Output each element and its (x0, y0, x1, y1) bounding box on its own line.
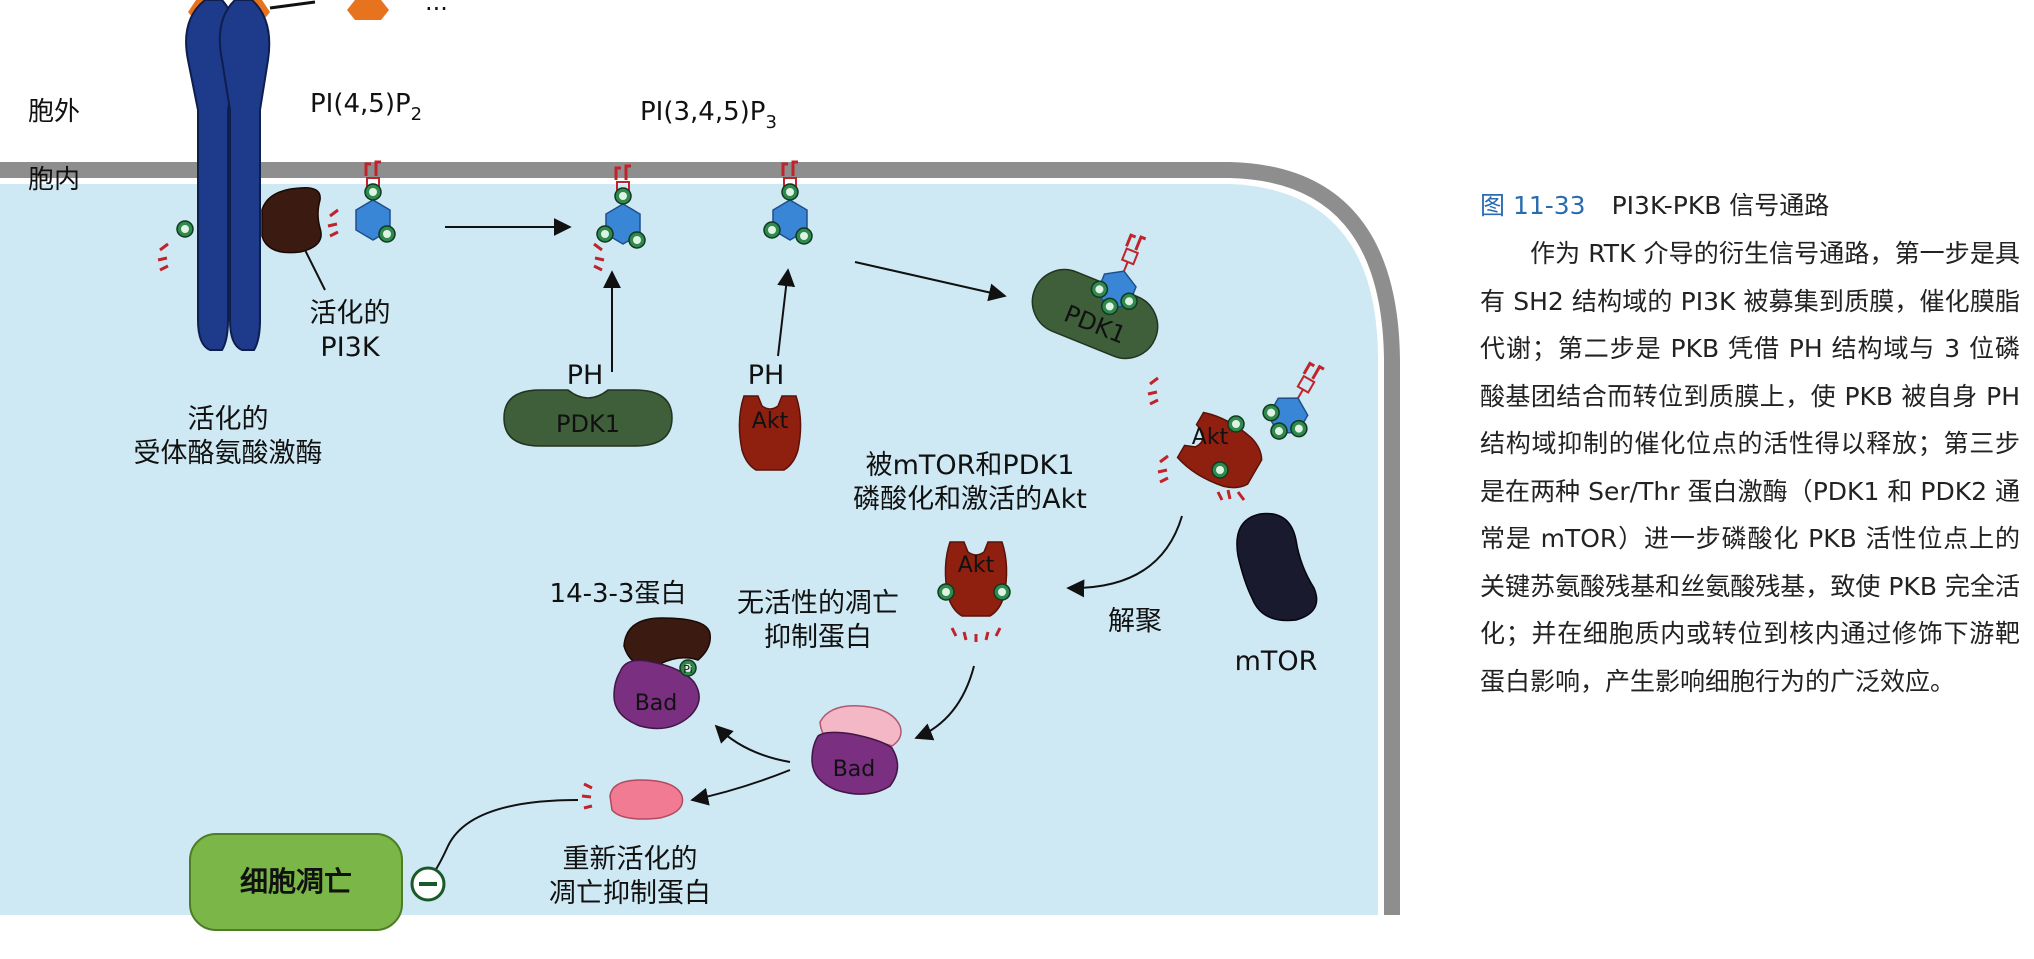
pdk1-membrane-complex (1031, 228, 1159, 360)
pi-label-bound: Pi (683, 663, 692, 676)
inside-label: 胞内 (28, 165, 80, 195)
reactivated-inhibitor (609, 779, 684, 820)
pi3k-pkb-pathway-diagram: 胞外 胞内 ... 活化的 受体酪氨酸激酶 活化的 PI3K PI(4,5)P2… (0, 0, 1400, 931)
pi3k-enzyme (261, 187, 322, 254)
inactive-inhibitor-label-line2: 抑制蛋白 (764, 622, 872, 653)
akt-active-activity-marks (950, 627, 1002, 642)
arrow-akt-to-pip3 (777, 268, 796, 357)
caption-title-line: 图 11-33 PI3K-PKB 信号通路 (1480, 186, 2020, 226)
reactivated-label-line2: 凋亡抑制蛋白 (549, 878, 711, 909)
pi3k-label-line1: 活化的 (310, 298, 391, 329)
pdk1-ph-label: PH (567, 360, 604, 391)
dissociation-label: 解聚 (1108, 606, 1162, 637)
arrow-dissociation (1066, 515, 1183, 598)
reactivated-activity-marks (581, 782, 593, 810)
arrow-akt-to-bad (914, 665, 975, 741)
pip2-label: PI(4,5)P2 (310, 89, 422, 125)
reactivated-label-line1: 重新活化的 (563, 844, 698, 875)
inhibition-line (429, 799, 579, 879)
outside-label: 胞外 (28, 97, 80, 127)
mtor-label: mTOR (1235, 646, 1318, 677)
figure-title: PI3K-PKB 信号通路 (1611, 191, 1830, 220)
akt-free-label: Akt (752, 409, 789, 434)
apoptosis-label: 细胞凋亡 (240, 865, 352, 898)
bad-released-label: Bad (833, 757, 876, 782)
pi3k-label-line2: PI3K (320, 332, 380, 363)
receptor-tyrosine-kinase (176, 0, 285, 351)
pip3-label: PI(3,4,5)P3 (640, 97, 777, 133)
rtk-label-line2: 受体酪氨酸激酶 (134, 438, 323, 469)
arrow-to-membrane-complex (854, 261, 1007, 302)
protein-1433-complex (613, 617, 711, 730)
rtk-label-line1: 活化的 (188, 404, 269, 435)
apoptosis-box (189, 833, 403, 931)
figure-number: 图 11-33 (1480, 191, 1586, 220)
arrow-bad-to-reactivated (690, 769, 791, 806)
pdk1-free (503, 389, 673, 447)
inactive-inhibitor-label-line1: 无活性的凋亡 (737, 588, 899, 619)
caption-body: 作为 RTK 介导的衍生信号通路，第一步是具有 SH2 结构域的 PI3K 被募… (1480, 239, 2020, 696)
cytoplasm (0, 184, 1378, 915)
akt-active-label-line2: 磷酸化和激活的Akt (853, 484, 1087, 515)
akt-active-label-line1: 被mTOR和PDK1 (866, 450, 1075, 481)
bad-bound-label: Bad (635, 691, 678, 716)
mtor-enzyme (1236, 512, 1318, 622)
pdk1-free-label: PDK1 (556, 410, 620, 438)
plasma-membrane (0, 162, 1400, 915)
signal-label: ... (425, 0, 448, 16)
akt-active-label: Akt (958, 553, 995, 578)
bad-released (811, 705, 902, 795)
protein-1433-label: 14-3-3蛋白 (550, 579, 687, 609)
minus-icon (410, 866, 446, 902)
akt-membrane-label: Akt (1192, 425, 1229, 450)
figure-caption: 图 11-33 PI3K-PKB 信号通路 作为 RTK 介导的衍生信号通路，第一… (1480, 186, 2020, 705)
arrow-bad-to-1433 (714, 724, 791, 763)
akt-ph-label: PH (748, 360, 785, 391)
